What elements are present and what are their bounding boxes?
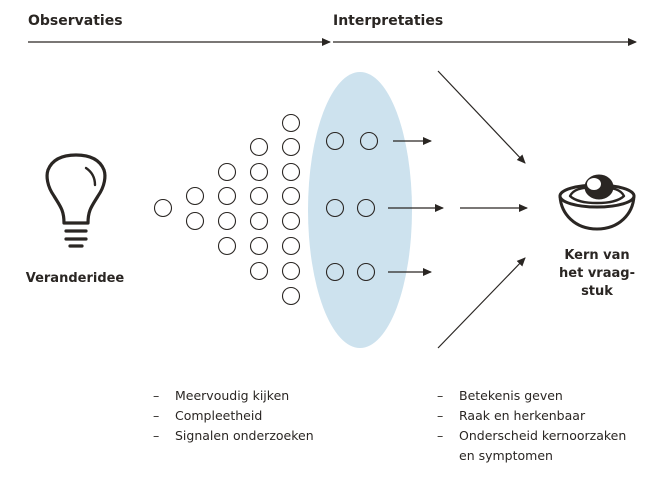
observation-dot xyxy=(281,113,301,133)
observation-dot xyxy=(281,286,301,306)
observation-dots xyxy=(153,113,301,306)
interpretation-dot xyxy=(325,262,345,282)
interpretation-lens xyxy=(308,72,412,348)
observation-dot xyxy=(281,236,301,256)
interpretation-dot xyxy=(325,131,345,151)
observation-dot xyxy=(249,137,269,157)
observation-dot xyxy=(185,211,205,231)
observation-dot xyxy=(217,186,237,206)
arrow-diagonal-down xyxy=(437,70,526,164)
observation-dot xyxy=(281,186,301,206)
list-item: Meervoudig kijken xyxy=(153,386,314,406)
observation-dot xyxy=(281,261,301,281)
label-veranderidee: Veranderidee xyxy=(25,271,125,286)
observation-dot xyxy=(217,236,237,256)
observation-dot xyxy=(185,186,205,206)
observation-dot xyxy=(281,162,301,182)
list-item: Signalen onderzoeken xyxy=(153,426,314,446)
observation-dot xyxy=(249,211,269,231)
list-observaties: Meervoudig kijken Compleetheid Signalen … xyxy=(153,386,314,446)
interpretation-arrows xyxy=(388,70,528,349)
observation-dot xyxy=(217,211,237,231)
interpretation-dot xyxy=(356,262,376,282)
observation-dot xyxy=(249,261,269,281)
list-item: Onderscheid kernoorzaken en symptomen xyxy=(437,426,626,466)
observation-dot xyxy=(281,211,301,231)
list-item: Compleetheid xyxy=(153,406,314,426)
header-interpretaties: Interpretaties xyxy=(333,13,444,29)
avocado-core-icon xyxy=(558,174,636,231)
observation-dot xyxy=(249,186,269,206)
label-kern-van-het-vraagstuk: Kern van het vraag- stuk xyxy=(559,248,635,299)
observation-dot xyxy=(281,137,301,157)
observation-dot xyxy=(249,236,269,256)
observation-dot xyxy=(249,162,269,182)
observation-dot xyxy=(217,162,237,182)
interpretation-dot xyxy=(359,131,379,151)
interpretation-dots xyxy=(325,131,379,282)
lightbulb-icon xyxy=(45,153,107,248)
arrow-diagonal-up xyxy=(437,257,526,349)
list-item: Raak en herkenbaar xyxy=(437,406,626,426)
list-interpretaties: Betekenis geven Raak en herkenbaar Onder… xyxy=(437,386,626,466)
interpretation-dot xyxy=(325,198,345,218)
header-observaties: Observaties xyxy=(28,13,123,29)
interpretation-dot xyxy=(356,198,376,218)
list-item: Betekenis geven xyxy=(437,386,626,406)
observation-dot xyxy=(153,198,173,218)
